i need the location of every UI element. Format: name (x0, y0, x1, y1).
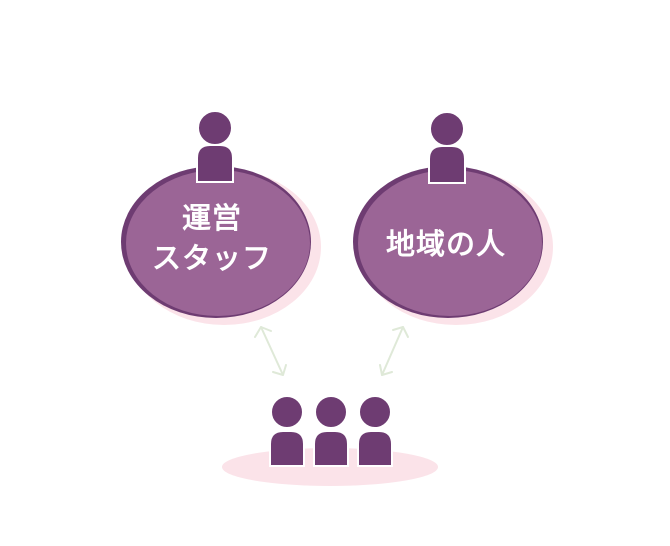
staff-bubble: 運営 スタッフ (121, 166, 321, 325)
left-two-way-arrow-icon (254, 326, 287, 376)
right-two-way-arrow-icon (379, 326, 409, 376)
group-person-icon-1 (269, 395, 305, 467)
staff-person-icon (196, 110, 234, 183)
group-person-icon-3 (357, 395, 393, 467)
staff-bubble-body (126, 170, 310, 316)
community-bubble: 地域の人 (353, 166, 553, 325)
community-person-icon (428, 111, 466, 184)
group-person-icon-2 (313, 395, 349, 467)
community-bubble-label: 地域の人 (386, 227, 506, 261)
community-bubble-body (358, 170, 542, 316)
staff-bubble-line1: 運営 (182, 201, 242, 235)
staff-bubble-line2: スタッフ (152, 241, 272, 275)
